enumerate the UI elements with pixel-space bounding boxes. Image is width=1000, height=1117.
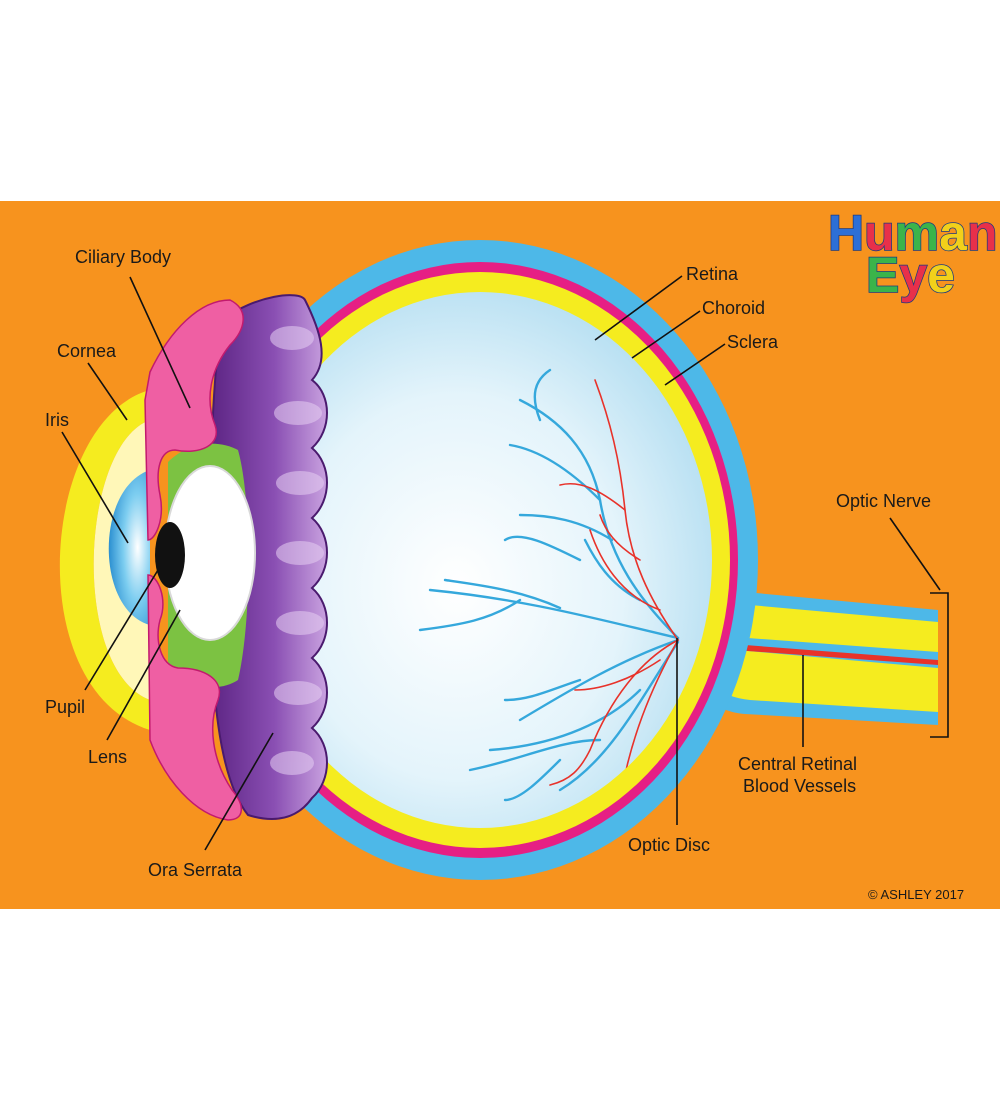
label-pupil: Pupil — [45, 697, 85, 717]
label-ora-serrata: Ora Serrata — [148, 860, 243, 880]
ciliary-body — [144, 299, 244, 821]
title-line2-letter: e — [927, 247, 955, 303]
title-line1-letter: n — [967, 205, 998, 261]
label-sclera: Sclera — [727, 332, 779, 352]
title-line2-letter: E — [866, 247, 899, 303]
title-line1-letter: m — [895, 205, 939, 261]
label-optic-nerve: Optic Nerve — [836, 491, 931, 511]
label-retina: Retina — [686, 264, 739, 284]
title-line1-letter: u — [864, 205, 895, 261]
title-line1-letter: H — [828, 205, 864, 261]
label-cornea: Cornea — [57, 341, 117, 361]
labels: Ciliary Body Cornea Iris Pupil Lens Ora … — [45, 247, 931, 880]
iris — [108, 470, 150, 625]
copyright-notice: © ASHLEY 2017 — [868, 887, 964, 902]
leader-lines — [61, 275, 949, 851]
label-iris: Iris — [45, 410, 69, 430]
label-optic-disc: Optic Disc — [628, 835, 710, 855]
label-central-retinal-line2: Blood Vessels — [743, 776, 856, 796]
title: Human Eye — [827, 204, 998, 304]
label-ciliary-body: Ciliary Body — [75, 247, 171, 267]
vitreous-body — [248, 292, 712, 828]
title-line1-letter: a — [939, 205, 968, 261]
label-choroid: Choroid — [702, 298, 765, 318]
title-line2: Eye — [866, 247, 955, 303]
label-central-retinal-line1: Central Retinal — [738, 754, 857, 774]
title-line1: Human — [828, 205, 997, 261]
ora-serrata-highlights — [270, 326, 324, 775]
pupil — [155, 522, 185, 588]
title-line2-letter: y — [899, 247, 927, 303]
label-lens: Lens — [88, 747, 127, 767]
retinal-blood-vessels — [418, 368, 680, 802]
